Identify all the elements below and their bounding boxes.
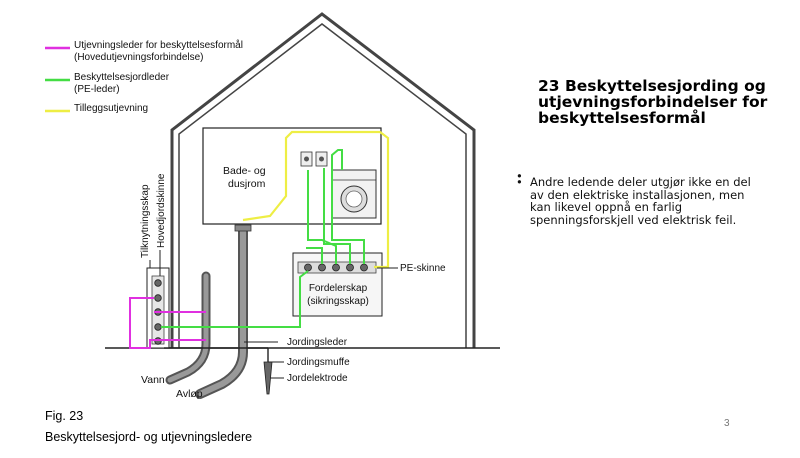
bath-label-line2: dusjrom (228, 178, 266, 190)
connection-box-label: Tilknytningsskap (140, 184, 151, 258)
earth-electrode-label: Jordelektrode (287, 373, 348, 384)
bullet-list: Andre ledende deler utgjør ikke en del a… (516, 170, 766, 232)
pe-rail-label: PE-skinne (400, 263, 446, 274)
panel-label-line2: (sikringsskap) (307, 296, 369, 307)
equipotential-conductor (129, 297, 206, 349)
water-label: Vann (141, 374, 165, 386)
figure-caption-text: Beskyttelsesjord- og utjevningsledere (45, 430, 253, 444)
page-number: 3 (724, 418, 730, 429)
legend-item-1-line2: (Hovedutjevningsforbindelse) (74, 52, 204, 63)
legend-item-1-line1: Utjevningsleder for beskyttelsesformål (74, 39, 243, 51)
house-outline (170, 12, 476, 348)
pe-conductor (161, 270, 309, 328)
earth-conductor-label: Jordingsleder (287, 337, 348, 348)
main-earth-bar-label: Hovedjordskinne (156, 173, 167, 248)
drain-label: Avløp (176, 388, 203, 400)
bullet-item: Andre ledende deler utgjør ikke en del a… (516, 176, 766, 226)
figure-caption-number: Fig. 23 (45, 409, 84, 423)
legend-item-2-line1: Beskyttelsesjordleder (74, 72, 170, 83)
house-inner-outline (178, 23, 467, 348)
legend-item-3-line1: Tilleggsutjevning (74, 103, 148, 114)
washing-machine-icon (331, 169, 377, 219)
legend-item-2-line2: (PE-leder) (74, 84, 120, 95)
earth-sleeve-label: Jordingsmuffe (287, 357, 350, 368)
supplementary-conductor (242, 130, 390, 269)
slide-title: 23 Beskyttelsesjording og utjevningsforb… (538, 77, 768, 127)
bath-label-line1: Bade- og (223, 165, 266, 177)
panel-label-line1: Fordelerskap (309, 283, 368, 294)
